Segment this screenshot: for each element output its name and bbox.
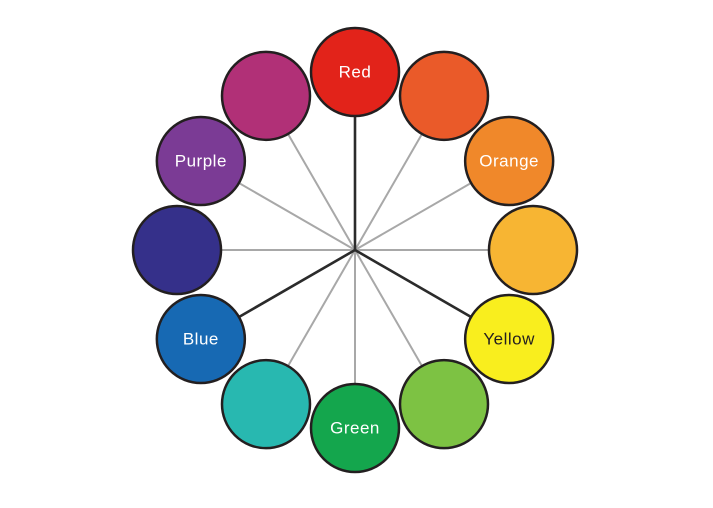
label-red: Red <box>339 63 372 82</box>
swatch-yellow <box>463 293 555 385</box>
label-green: Green <box>330 419 380 438</box>
label-purple: Purple <box>175 152 227 171</box>
swatch-orange <box>463 115 555 207</box>
label-blue: Blue <box>183 330 219 349</box>
swatch-blue <box>155 293 247 385</box>
swatch-purple <box>155 115 247 207</box>
swatch-blue-purple <box>131 204 223 296</box>
label-orange: Orange <box>479 152 539 171</box>
swatch-red-purple <box>220 50 312 142</box>
swatch-blue-green <box>220 358 312 450</box>
swatch-red <box>309 26 401 118</box>
swatch-yellow-green <box>398 358 490 450</box>
swatch-green <box>309 382 401 474</box>
swatch-yellow-orange <box>487 204 579 296</box>
swatch-red-orange <box>398 50 490 142</box>
label-yellow: Yellow <box>483 330 535 349</box>
